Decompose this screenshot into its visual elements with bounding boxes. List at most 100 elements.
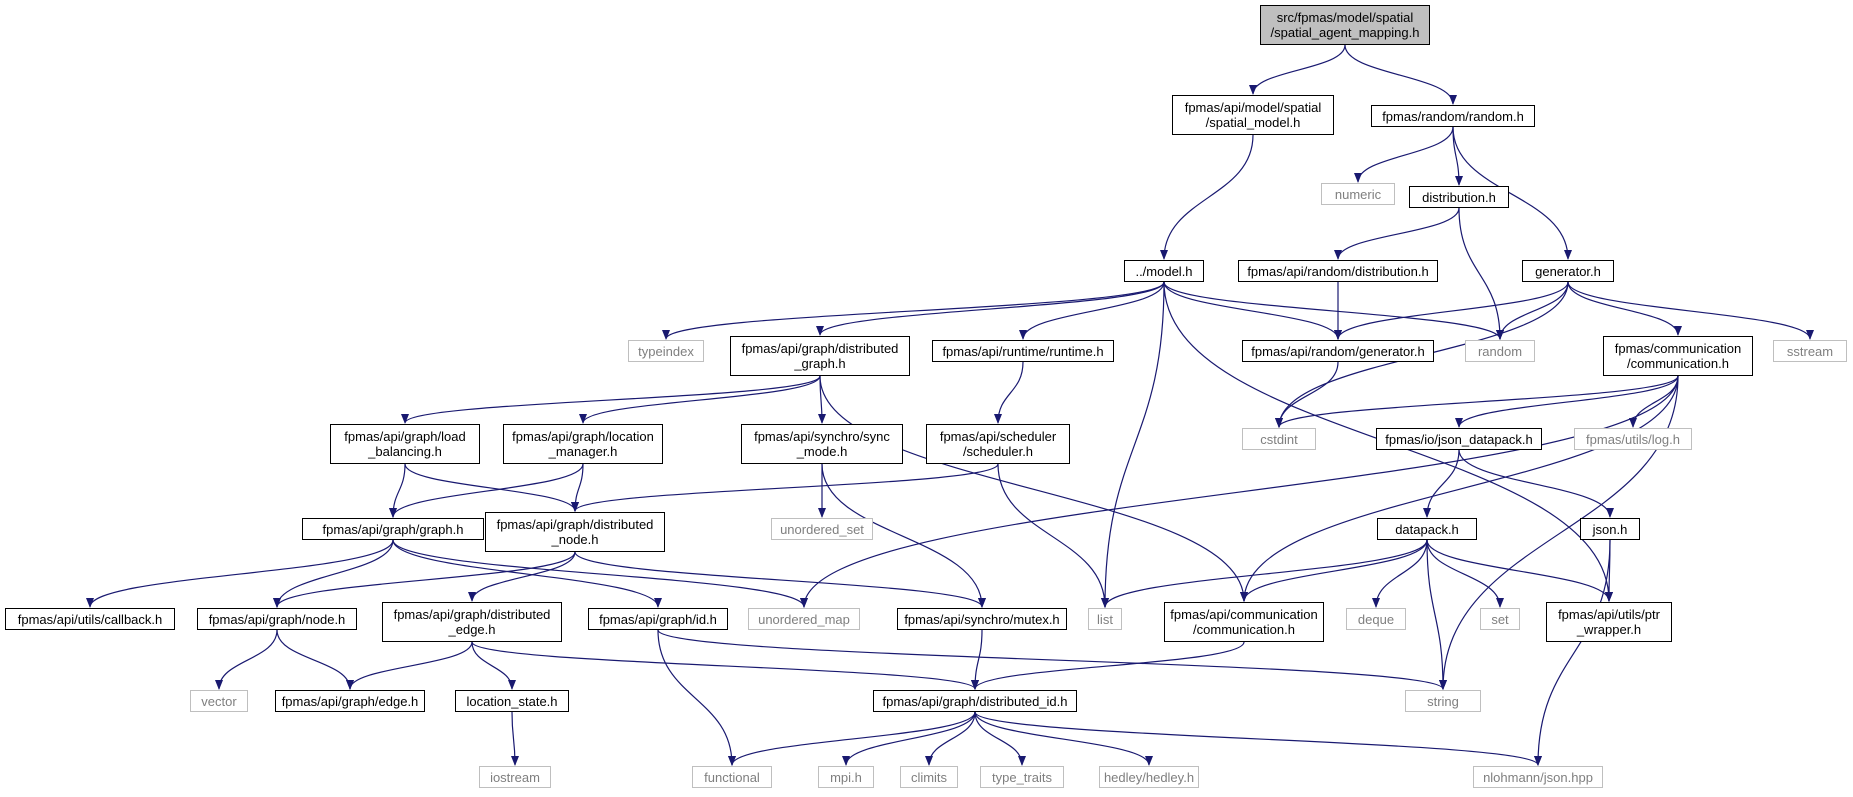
edge-datapack-h-to-string — [1426, 539, 1447, 690]
node-label-line: distribution.h — [1422, 189, 1496, 205]
edge-spatial-model-to-model-h — [1160, 134, 1254, 260]
edge-model-h-to-list — [1101, 281, 1165, 608]
node-callback-h[interactable]: fpmas/api/utils/callback.h — [5, 608, 175, 630]
node-load-balancing[interactable]: fpmas/api/graph/load_balancing.h — [330, 424, 480, 464]
node-label-line: unordered_set — [780, 521, 864, 537]
node-label-line: ../model.h — [1135, 263, 1193, 279]
node-unordered-map: unordered_map — [748, 608, 860, 630]
node-label-line: /communication.h — [1627, 356, 1729, 371]
edge-communication-to-log-h — [1629, 375, 1679, 428]
node-generator-h[interactable]: generator.h — [1522, 260, 1614, 282]
edge-random-h-to-generator-h — [1452, 126, 1572, 260]
node-label-line: fpmas/api/utils/callback.h — [17, 611, 163, 627]
node-id-h[interactable]: fpmas/api/graph/id.h — [588, 608, 728, 630]
node-api-communication[interactable]: fpmas/api/communication/communication.h — [1164, 602, 1324, 642]
edge-distribution-h-to-random — [1458, 207, 1504, 340]
node-node-h[interactable]: fpmas/api/graph/node.h — [197, 608, 357, 630]
node-log-h: fpmas/utils/log.h — [1574, 428, 1692, 450]
node-spatial-model[interactable]: fpmas/api/model/spatial/spatial_model.h — [1172, 95, 1334, 135]
node-label-line: _graph.h — [794, 356, 846, 371]
node-ptr-wrapper[interactable]: fpmas/api/utils/ptr_wrapper.h — [1546, 602, 1672, 642]
edge-json-datapack-to-datapack-h — [1423, 449, 1460, 518]
node-label-line: fpmas/api/runtime/runtime.h — [942, 343, 1104, 359]
node-label-line: type_traits — [992, 769, 1052, 785]
edge-datapack-h-to-ptr-wrapper — [1426, 539, 1613, 602]
node-datapack-h[interactable]: datapack.h — [1377, 518, 1477, 540]
node-runtime[interactable]: fpmas/api/runtime/runtime.h — [932, 340, 1114, 362]
node-unordered-set: unordered_set — [771, 518, 873, 540]
node-label-line: fpmas/random/random.h — [1382, 108, 1524, 124]
node-model-h[interactable]: ../model.h — [1124, 260, 1204, 282]
node-list: list — [1088, 608, 1122, 630]
node-dist-graph[interactable]: fpmas/api/graph/distributed_graph.h — [730, 336, 910, 376]
edge-dist-node-to-dist-edge — [468, 551, 576, 602]
node-label-line: set — [1491, 611, 1509, 627]
edge-dist-graph-to-api-communication — [819, 375, 1248, 602]
node-dist-id[interactable]: fpmas/api/graph/distributed_id.h — [873, 690, 1077, 712]
node-label-line: cstdint — [1260, 431, 1298, 447]
edge-id-h-to-functional — [657, 629, 736, 766]
node-string: string — [1405, 690, 1481, 712]
edge-json-h-to-nlohmann — [1534, 539, 1611, 766]
edge-dist-id-to-nlohmann — [974, 711, 1542, 766]
edge-communication-to-cstdint — [1275, 375, 1679, 428]
node-scheduler[interactable]: fpmas/api/scheduler/scheduler.h — [926, 424, 1070, 464]
edge-model-h-to-random — [1163, 281, 1504, 340]
node-location-manager[interactable]: fpmas/api/graph/location_manager.h — [503, 424, 663, 464]
node-dist-node[interactable]: fpmas/api/graph/distributed_node.h — [485, 512, 665, 552]
node-label-line: fpmas/api/graph/load — [344, 429, 466, 444]
node-label-line: /communication.h — [1193, 622, 1295, 637]
node-location-state[interactable]: location_state.h — [455, 690, 569, 712]
edge-runtime-to-scheduler — [994, 361, 1024, 424]
node-random: random — [1465, 340, 1535, 362]
node-api-distribution[interactable]: fpmas/api/random/distribution.h — [1238, 260, 1438, 282]
edge-model-h-to-dist-graph — [816, 281, 1165, 336]
edge-datapack-h-to-deque — [1372, 539, 1428, 608]
edge-dist-id-to-hedley — [974, 711, 1153, 766]
node-type-traits: type_traits — [980, 766, 1064, 788]
node-label-line: _manager.h — [548, 444, 618, 459]
edge-random-h-to-numeric — [1354, 126, 1454, 183]
node-label-line: fpmas/api/graph/graph.h — [322, 521, 464, 537]
node-iostream: iostream — [479, 766, 551, 788]
node-label-line: _mode.h — [796, 444, 848, 459]
edge-dist-graph-to-location-manager — [579, 375, 821, 424]
node-json-datapack[interactable]: fpmas/io/json_datapack.h — [1376, 428, 1542, 450]
edge-dist-node-to-mutex-h — [574, 551, 986, 608]
node-label-line: fpmas/api/graph/distributed_id.h — [882, 693, 1068, 709]
edge-communication-to-string — [1439, 375, 1679, 690]
node-json-h[interactable]: json.h — [1580, 518, 1640, 540]
node-label-line: deque — [1357, 611, 1395, 627]
edge-datapack-h-to-set — [1426, 539, 1504, 608]
node-label-line: fpmas/communication — [1614, 341, 1742, 356]
node-edge-h[interactable]: fpmas/api/graph/edge.h — [275, 690, 425, 712]
node-label-line: numeric — [1334, 186, 1382, 202]
node-sync-mode[interactable]: fpmas/api/synchro/sync_mode.h — [741, 424, 903, 464]
edge-node-h-to-vector — [215, 629, 278, 690]
node-root[interactable]: src/fpmas/model/spatial/spatial_agent_ma… — [1260, 5, 1430, 45]
node-label-line: location_state.h — [466, 693, 558, 709]
node-label-line: fpmas/utils/log.h — [1586, 431, 1680, 447]
node-label-line: _edge.h — [448, 622, 496, 637]
node-communication[interactable]: fpmas/communication/communication.h — [1603, 336, 1753, 376]
node-graph-h[interactable]: fpmas/api/graph/graph.h — [302, 518, 484, 540]
node-label-line: unordered_map — [758, 611, 850, 627]
edge-dist-id-to-functional — [728, 711, 976, 766]
node-set: set — [1480, 608, 1520, 630]
node-label-line: fpmas/api/graph/edge.h — [281, 693, 419, 709]
node-label-line: fpmas/api/random/distribution.h — [1247, 263, 1429, 279]
node-random-h[interactable]: fpmas/random/random.h — [1371, 105, 1535, 127]
edge-api-communication-to-dist-id — [971, 641, 1245, 690]
edge-json-datapack-to-json-h — [1458, 449, 1614, 518]
node-distribution-h[interactable]: distribution.h — [1409, 186, 1509, 208]
node-label-line: fpmas/api/graph/distributed — [496, 517, 654, 532]
edge-sync-mode-to-mutex-h — [821, 463, 986, 608]
node-label-line: vector — [201, 693, 237, 709]
node-label-line: _balancing.h — [368, 444, 442, 459]
node-dist-edge[interactable]: fpmas/api/graph/distributed_edge.h — [382, 602, 562, 642]
node-api-generator[interactable]: fpmas/api/random/generator.h — [1242, 340, 1434, 362]
edge-graph-h-to-callback-h — [86, 539, 394, 608]
node-label-line: fpmas/api/utils/ptr — [1558, 607, 1660, 622]
node-sstream: sstream — [1773, 340, 1847, 362]
node-mutex-h[interactable]: fpmas/api/synchro/mutex.h — [897, 608, 1067, 630]
